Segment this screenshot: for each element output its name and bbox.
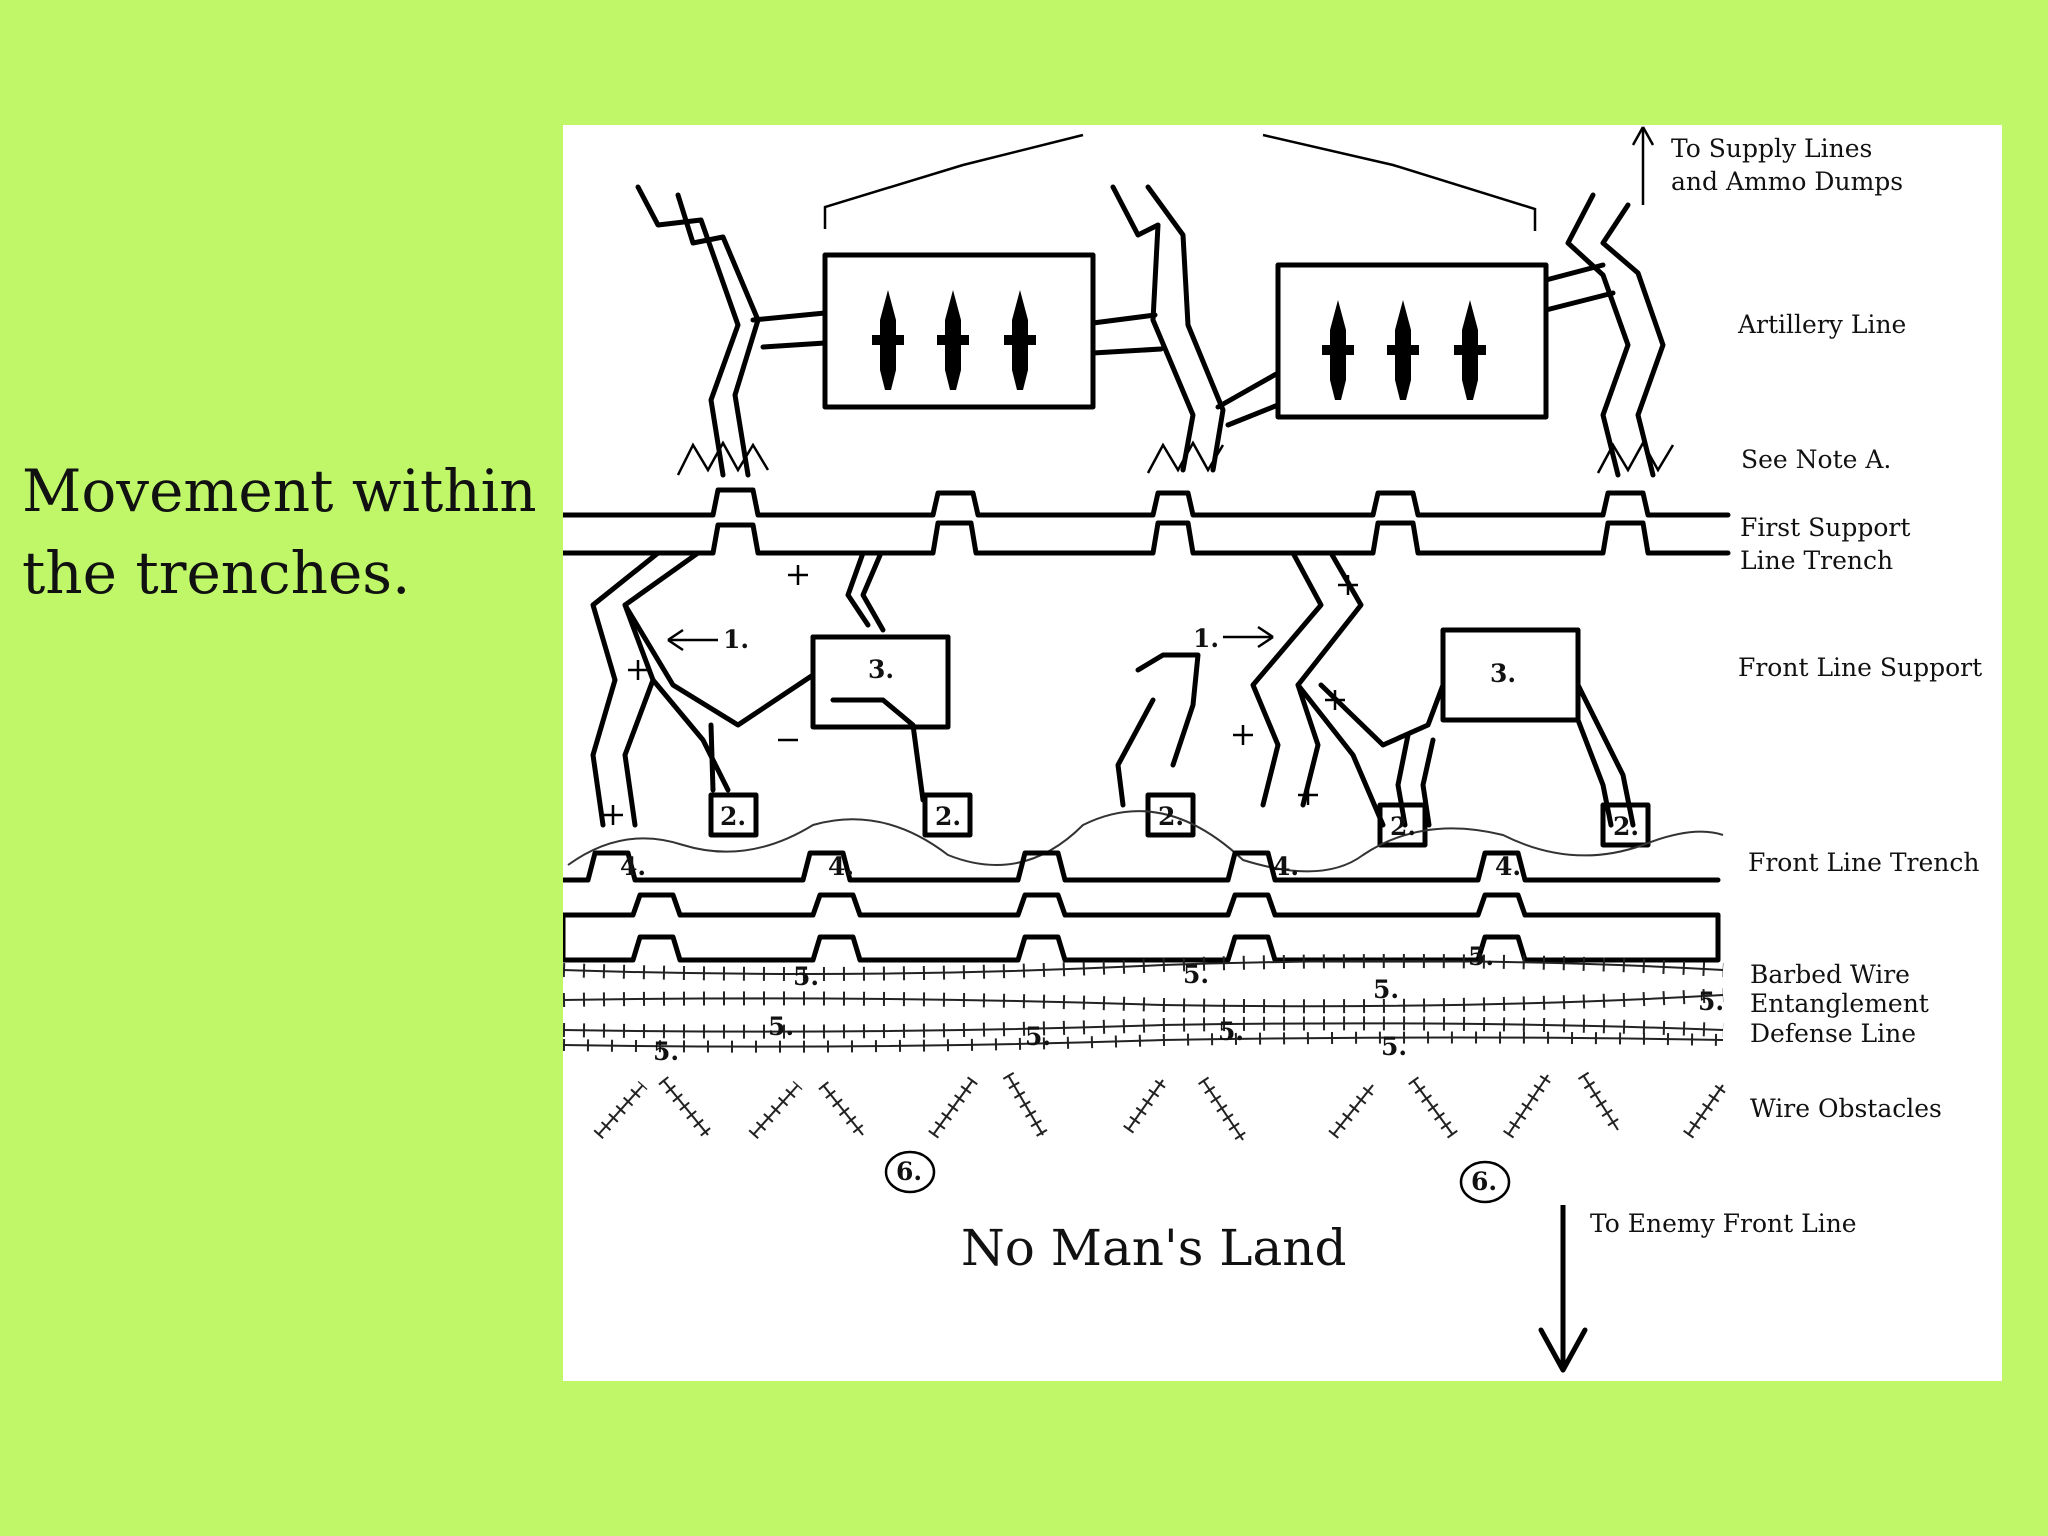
front-line-trench [563, 810, 1724, 963]
label-supply-line-1: To Supply Lines [1671, 134, 1872, 163]
marker-2-d: 2. [1390, 812, 1416, 841]
marker-6-left: 6. [896, 1157, 922, 1186]
label-barbed-wire-1: Barbed Wire [1750, 960, 1910, 989]
label-front-line-support: Front Line Support [1738, 653, 1982, 682]
marker-4-d: 4. [1495, 852, 1521, 881]
dugout-3-right [1440, 627, 1581, 723]
marker-2-c: 2. [1158, 802, 1184, 831]
supply-arrow [1631, 126, 1655, 205]
label-see-note-a: See Note A. [1741, 445, 1891, 474]
dugout-3-left [810, 634, 951, 730]
marker-5-d: 5. [1373, 975, 1399, 1004]
artillery-emplacement-1 [822, 252, 1096, 410]
marker-6-circle-right [1459, 1160, 1511, 1204]
marker-4-c: 4. [1273, 852, 1299, 881]
marker-5-c: 5. [1468, 942, 1494, 971]
marker-5-f: 5. [768, 1012, 794, 1041]
marker-5-h: 5. [1218, 1017, 1244, 1046]
marker-5-a: 5. [793, 962, 819, 991]
label-no-mans-land: No Man's Land [961, 1219, 1346, 1277]
marker-5-j: 5. [1381, 1032, 1407, 1061]
label-wire-obstacles: Wire Obstacles [1750, 1094, 1942, 1123]
note-a-marks [676, 440, 1675, 476]
trench-diagram: 1. 1. 3. 3. 2. 2. 2. 2. 2. 4. 4. 4. 4. 5… [563, 125, 2002, 1381]
marker-3-left: 3. [868, 655, 894, 684]
marker-6-circle-left [884, 1150, 936, 1194]
marker-4-a: 4. [620, 852, 646, 881]
front-line-support [590, 550, 1636, 828]
label-first-support-2: Line Trench [1740, 546, 1893, 575]
marker-2-a: 2. [720, 802, 746, 831]
label-supply-line-2: and Ammo Dumps [1671, 167, 1903, 196]
dugouts-2 [708, 792, 1651, 848]
diagram-labels: To Supply Lines and Ammo Dumps Artillery… [961, 134, 1982, 1277]
communication-trenches-upper [635, 184, 1666, 478]
marker-1-right: 1. [1193, 624, 1219, 653]
label-enemy-front-line: To Enemy Front Line [1590, 1209, 1857, 1238]
marker-4-b: 4. [828, 852, 854, 881]
numbered-markers: 1. 1. 3. 3. 2. 2. 2. 2. 2. 4. 4. 4. 4. 5… [620, 624, 1724, 1196]
title-line-1: Movement within [22, 457, 537, 525]
marker-6-right: 6. [1471, 1167, 1497, 1196]
slide-title: Movement within the trenches. [22, 450, 542, 614]
artillery-area [635, 133, 1675, 478]
label-barbed-wire-2: Entanglement [1750, 989, 1929, 1018]
enemy-arrow [1538, 1205, 1588, 1373]
barbed-wire-lines [563, 954, 1724, 1053]
artillery-emplacement-2 [1275, 262, 1549, 420]
first-support-trench [563, 487, 1731, 556]
marker-2-b: 2. [935, 802, 961, 831]
wire-obstacles [593, 1071, 1728, 1144]
label-front-line-trench: Front Line Trench [1748, 848, 1980, 877]
marker-5-e: 5. [1698, 987, 1724, 1016]
marker-2-e: 2. [1613, 812, 1639, 841]
title-line-2: the trenches. [22, 539, 411, 607]
marker-1-left: 1. [723, 625, 749, 654]
marker-5-b: 5. [1183, 960, 1209, 989]
artillery-gun-icons [872, 290, 1486, 400]
marker-5-g: 5. [1025, 1022, 1051, 1051]
marker-3-right: 3. [1490, 659, 1516, 688]
label-barbed-wire-3: Defense Line [1750, 1019, 1916, 1048]
marker-5-i: 5. [653, 1037, 679, 1066]
label-first-support-1: First Support [1740, 513, 1910, 542]
label-artillery-line: Artillery Line [1737, 310, 1906, 339]
